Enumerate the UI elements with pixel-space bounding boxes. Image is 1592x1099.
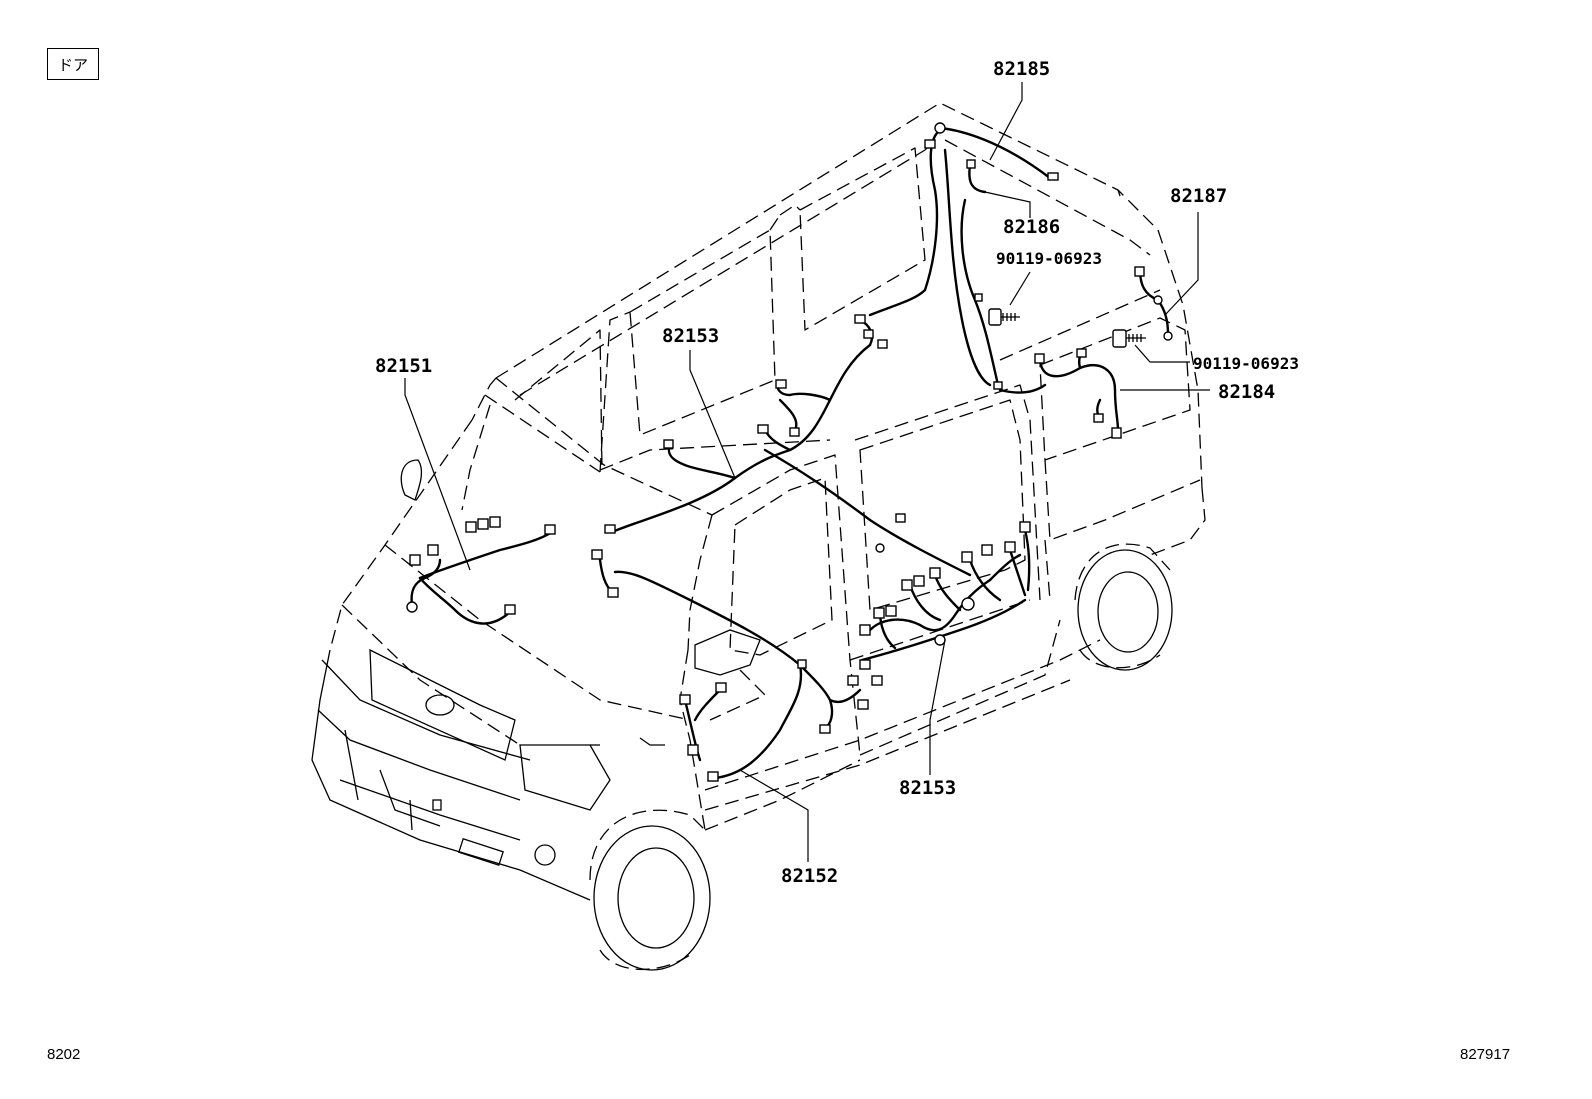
bolt-lower-icon: [1112, 329, 1146, 348]
section-tag: ドア: [47, 48, 99, 80]
label-bolt-lower: 90119-06923: [1193, 354, 1299, 373]
label-82153-bottom: 82153: [899, 777, 956, 799]
harness-82184: [998, 348, 1122, 439]
bolt-upper-icon: [988, 308, 1020, 326]
label-82185: 82185: [993, 58, 1050, 80]
harness-82152: [591, 549, 869, 782]
label-82184: 82184: [1218, 381, 1275, 403]
rear-wheel: [1074, 543, 1173, 671]
diagram-id: 827917: [1460, 1046, 1511, 1063]
label-bolt-upper: 90119-06923: [996, 249, 1102, 268]
label-82151: 82151: [375, 355, 432, 377]
harness-82153-upper: [604, 314, 972, 577]
label-82186: 82186: [1003, 216, 1060, 238]
front-wheel: [589, 809, 711, 971]
harness-82185: [868, 122, 1059, 387]
label-82153-top: 82153: [662, 325, 719, 347]
part-labels: 82185 82186 82187 90119-06923 90119-0692…: [375, 58, 1299, 887]
label-82152: 82152: [781, 865, 838, 887]
label-82187: 82187: [1170, 185, 1227, 207]
page-code: 8202: [47, 1046, 81, 1063]
leader-lines: [404, 82, 1210, 862]
van-body-outline: [311, 102, 1206, 901]
harness-82187: [1134, 266, 1173, 341]
harness-82153-floor: [859, 521, 1031, 686]
harness-82151: [406, 516, 556, 625]
harness-82186: [960, 159, 1003, 390]
